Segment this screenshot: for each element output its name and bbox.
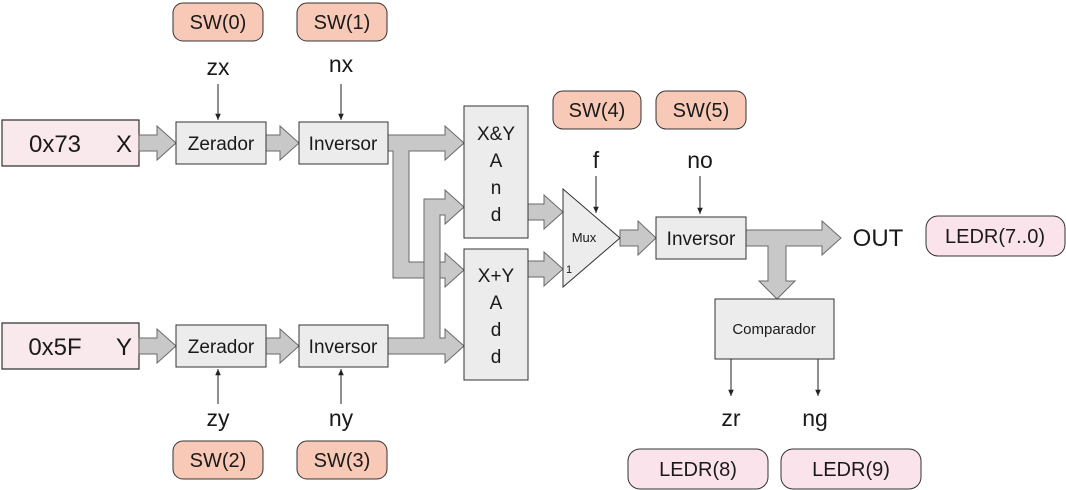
svg-text:X+Y: X+Y [478, 266, 515, 287]
svg-text:Inversor: Inversor [309, 134, 378, 155]
svg-text:SW(1): SW(1) [314, 12, 371, 34]
svg-text:Zerador: Zerador [188, 337, 255, 358]
label-nx: nx [329, 51, 354, 77]
svg-text:0x5F: 0x5F [28, 334, 81, 361]
svg-text:Y: Y [116, 334, 132, 361]
input-y: 0x5F Y [1, 322, 140, 370]
svg-text:SW(2): SW(2) [190, 450, 247, 472]
switch-sw0: SW(0) [172, 2, 264, 42]
led-zr: LEDR(8) [627, 448, 769, 490]
bus-out [745, 219, 842, 300]
svg-text:A: A [490, 293, 503, 314]
svg-text:d: d [491, 320, 502, 341]
zerador-x-block: Zerador [175, 121, 267, 165]
input-x: 0x73 X [1, 119, 140, 167]
bus-zx-to-nx [265, 124, 300, 162]
label-zr: zr [721, 405, 741, 431]
inversor-out-block: Inversor [655, 216, 747, 260]
add-block: X+Y A d d [463, 248, 529, 381]
svg-text:Mux: Mux [572, 230, 597, 245]
inversor-y-block: Inversor [298, 324, 389, 368]
svg-text:n: n [491, 178, 502, 199]
label-f: f [593, 147, 600, 173]
led-out: LEDR(7..0) [925, 215, 1066, 257]
switch-sw2: SW(2) [172, 440, 264, 480]
bus-and-to-mux [527, 193, 564, 231]
label-zy: zy [207, 405, 231, 431]
bus-x-to-zerador [138, 124, 177, 162]
switch-sw5: SW(5) [655, 90, 747, 130]
label-ny: ny [329, 405, 354, 431]
bus-mux-to-no [619, 219, 657, 257]
svg-text:Inversor: Inversor [309, 337, 378, 358]
svg-text:Zerador: Zerador [188, 134, 255, 155]
switch-sw4: SW(4) [552, 90, 642, 130]
switch-sw1: SW(1) [296, 2, 388, 42]
svg-text:A: A [490, 151, 503, 172]
label-out: OUT [853, 225, 904, 252]
svg-text:SW(4): SW(4) [569, 100, 626, 122]
label-no: no [687, 147, 713, 173]
bus-zy-to-ny [265, 327, 300, 365]
svg-text:LEDR(8): LEDR(8) [659, 459, 737, 481]
svg-text:0x73: 0x73 [29, 131, 81, 158]
comparador-block: Comparador [714, 298, 835, 360]
svg-text:d: d [491, 347, 502, 368]
svg-text:LEDR(9): LEDR(9) [812, 459, 890, 481]
svg-text:LEDR(7..0): LEDR(7..0) [945, 226, 1045, 248]
svg-text:SW(0): SW(0) [190, 12, 247, 34]
bus-y-to-zerador [138, 327, 177, 365]
switch-sw3: SW(3) [296, 440, 388, 480]
svg-text:d: d [491, 205, 502, 226]
svg-text:X: X [116, 131, 132, 158]
bus-add-to-mux [527, 250, 564, 288]
bus-y-branch [387, 188, 465, 365]
svg-text:1: 1 [566, 264, 572, 276]
svg-text:SW(5): SW(5) [673, 100, 730, 122]
zerador-y-block: Zerador [175, 324, 267, 368]
label-zx: zx [207, 54, 231, 80]
mux-block: Mux 1 [562, 187, 621, 289]
svg-text:X&Y: X&Y [477, 124, 515, 145]
bus-x-branch [387, 124, 465, 289]
inversor-x-block: Inversor [298, 121, 389, 165]
and-block: X&Y A n d [463, 105, 529, 239]
svg-text:Comparador: Comparador [732, 321, 815, 338]
led-ng: LEDR(9) [780, 448, 922, 490]
svg-text:SW(3): SW(3) [314, 450, 371, 472]
label-ng: ng [802, 405, 828, 431]
svg-text:Inversor: Inversor [667, 229, 736, 250]
